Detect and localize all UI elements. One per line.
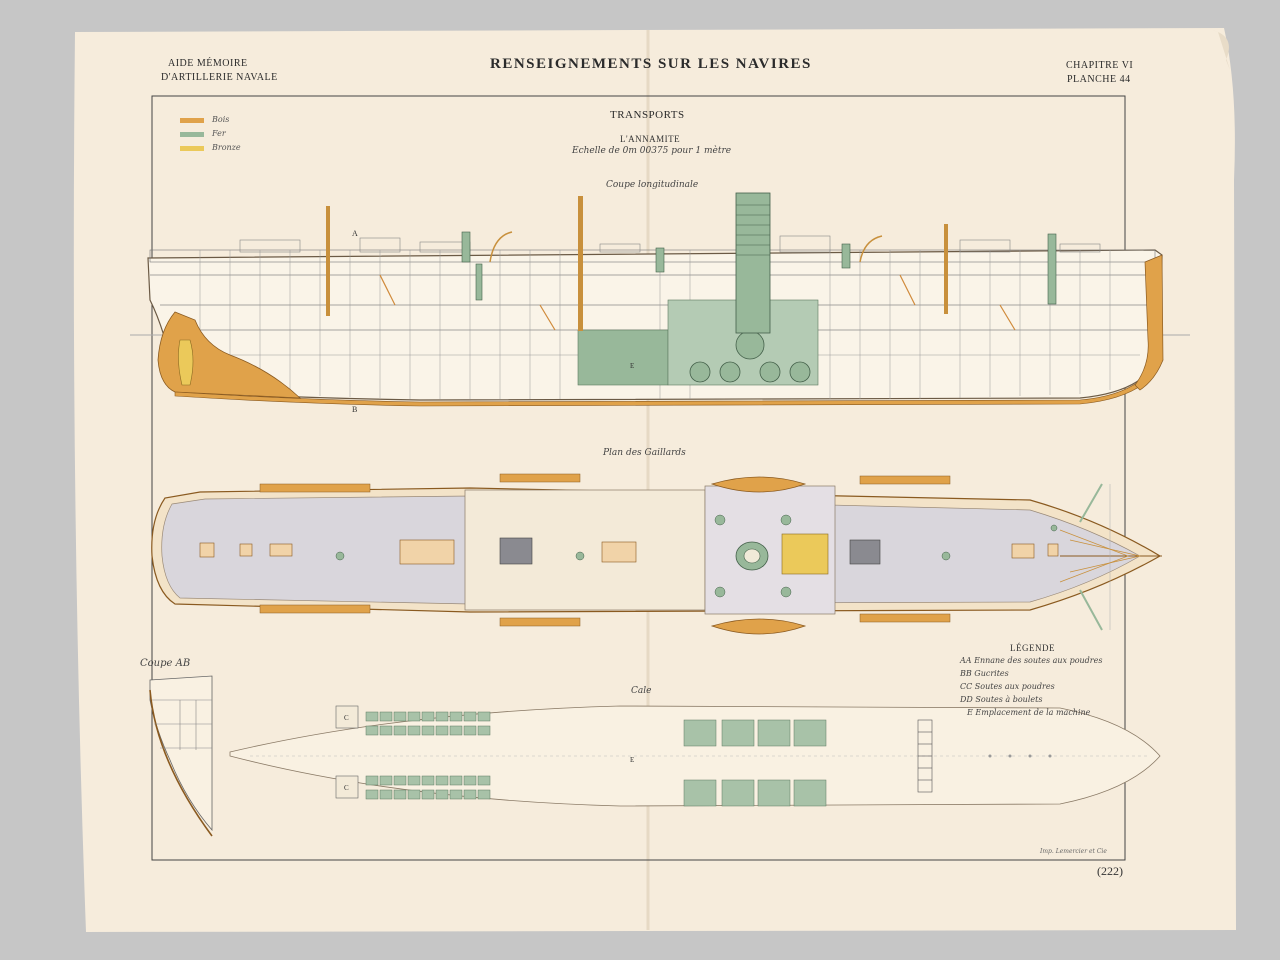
legend-item-dd: DD Soutes à boulets — [960, 695, 1043, 704]
page-number: (222) — [1097, 864, 1123, 878]
section-ab — [149, 675, 213, 837]
header-right-line2: PLANCHE 44 — [1067, 74, 1131, 85]
header-left-line1: AIDE MÉMOIRE — [168, 58, 248, 69]
marker-e-section: E — [630, 362, 634, 370]
paper-fold-shadow — [1212, 30, 1230, 70]
section-title: TRANSPORTS — [610, 109, 685, 121]
plate-frame — [151, 95, 1126, 861]
legend-item-bb: BB Gucrites — [960, 669, 1009, 678]
legend-title: LÉGENDE — [1010, 643, 1055, 653]
printer-imprint: Imp. Lemercier et Cie — [1040, 848, 1107, 855]
marker-e-hold: E — [630, 756, 634, 764]
material-label-bronze: Bronze — [212, 143, 241, 152]
label-section-ab: Coupe AB — [140, 658, 191, 669]
deck-plan — [151, 473, 1162, 635]
marker-b: B — [352, 405, 357, 414]
material-swatch-wood — [180, 118, 204, 123]
header-left-line2: D'ARTILLERIE NAVALE — [161, 72, 278, 83]
material-label-iron: Fer — [212, 129, 226, 138]
longitudinal-section — [130, 192, 1190, 407]
material-swatch-iron — [180, 132, 204, 137]
legend-item-cc: CC Soutes aux poudres — [960, 682, 1055, 691]
marker-c-bottom: C — [344, 784, 349, 792]
hold-plan — [229, 705, 1161, 807]
ship-name: L'ANNAMITE — [620, 134, 681, 144]
material-swatch-bronze — [180, 146, 204, 151]
plate-title: RENSEIGNEMENTS SUR LES NAVIRES — [490, 56, 812, 72]
header-right-line1: CHAPITRE VI — [1066, 60, 1134, 71]
marker-a: A — [352, 229, 358, 238]
label-longitudinal-section: Coupe longitudinale — [606, 180, 699, 190]
label-hold: Cale — [631, 686, 652, 696]
scale-text: Echelle de 0m 00375 pour 1 mètre — [572, 146, 732, 156]
legend-item-aa: AA Ennane des soutes aux poudres — [960, 656, 1103, 665]
label-deck-plan: Plan des Gaillards — [603, 448, 686, 458]
marker-c-top: C — [344, 714, 349, 722]
legend-item-e: E Emplacement de la machine — [967, 708, 1091, 717]
material-label-wood: Bois — [212, 115, 230, 124]
